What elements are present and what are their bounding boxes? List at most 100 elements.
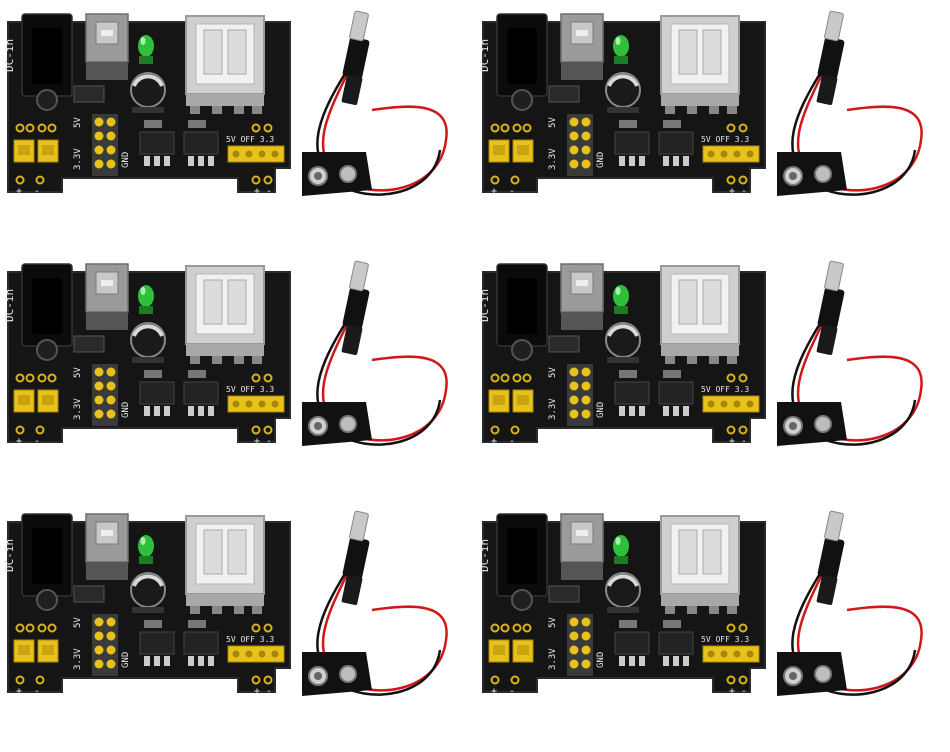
power-module-unit: DC-in <box>478 260 923 447</box>
plus-label-right: + <box>254 186 260 197</box>
green-led <box>613 535 629 564</box>
right-jumpers <box>227 623 285 685</box>
dc-in-label: DC-in <box>478 539 491 572</box>
product-unit-cell: DC-in <box>0 0 475 250</box>
battery-snap <box>777 152 847 196</box>
plus-label-right: + <box>729 436 735 447</box>
dc-in-label: DC-in <box>478 39 491 72</box>
minus-label-right: - <box>266 436 272 447</box>
dc-plug <box>816 510 845 605</box>
capacitor <box>130 72 166 113</box>
dc-jack <box>496 13 548 111</box>
gnd-label: GND <box>121 402 131 418</box>
middle-header-pins <box>92 614 118 676</box>
gnd-label: GND <box>121 152 131 168</box>
off-label: 5V OFF 3.3 <box>701 135 749 144</box>
usb-port <box>660 15 740 114</box>
middle-header-pins <box>92 364 118 426</box>
green-led <box>138 35 154 64</box>
five-v-label: 5V <box>548 117 558 128</box>
plus-label-right: + <box>254 686 260 697</box>
middle-header-pins <box>92 114 118 176</box>
minus-label-left: - <box>509 436 515 447</box>
minus-label-left: - <box>34 186 40 197</box>
left-jumpers <box>488 123 534 185</box>
power-module-unit: DC-in <box>3 510 448 697</box>
power-switch <box>560 513 604 580</box>
usb-port <box>185 15 265 114</box>
product-unit-cell: DC-in <box>0 250 475 500</box>
off-label: 5V OFF 3.3 <box>226 385 274 394</box>
plus-label-left: + <box>16 686 22 697</box>
power-switch <box>85 263 129 330</box>
green-led <box>138 285 154 314</box>
usb-port <box>185 515 265 614</box>
battery-snap <box>777 652 847 696</box>
battery-snap <box>302 402 372 446</box>
dc-jack <box>21 13 73 111</box>
plus-label-left: + <box>491 186 497 197</box>
plus-label-left: + <box>491 436 497 447</box>
green-led <box>613 35 629 64</box>
dc-plug <box>816 260 845 355</box>
left-jumpers <box>13 623 59 685</box>
dc-jack <box>21 513 73 611</box>
product-unit-cell: DC-in <box>475 0 950 250</box>
power-switch <box>85 13 129 80</box>
smd-components <box>73 585 219 666</box>
green-led <box>613 285 629 314</box>
capacitor <box>605 72 641 113</box>
battery-snap <box>302 152 372 196</box>
left-jumpers <box>13 123 59 185</box>
gnd-label: GND <box>596 152 606 168</box>
plus-label-right: + <box>254 436 260 447</box>
capacitor <box>605 322 641 363</box>
dc-jack <box>496 513 548 611</box>
dc-in-label: DC-in <box>3 39 16 72</box>
smd-components <box>73 85 219 166</box>
dc-in-label: DC-in <box>3 539 16 572</box>
dc-plug <box>341 510 370 605</box>
power-module-unit: DC-in <box>3 260 448 447</box>
product-unit-cell: DC-in <box>0 500 475 750</box>
three-v-label: 3.3V <box>73 148 83 170</box>
plus-label-right: + <box>729 186 735 197</box>
usb-port <box>185 265 265 364</box>
right-jumpers <box>702 623 760 685</box>
right-jumpers <box>702 373 760 435</box>
plus-label-right: + <box>729 686 735 697</box>
usb-port <box>660 515 740 614</box>
left-jumpers <box>488 623 534 685</box>
dc-plug <box>341 10 370 105</box>
gnd-label: GND <box>596 652 606 668</box>
product-unit-cell: DC-in <box>475 500 950 750</box>
gnd-label: GND <box>121 652 131 668</box>
dc-plug <box>816 10 845 105</box>
minus-label-right: - <box>741 186 747 197</box>
right-jumpers <box>227 123 285 185</box>
capacitor <box>130 572 166 613</box>
product-unit-cell: DC-in <box>475 250 950 500</box>
off-label: 5V OFF 3.3 <box>226 135 274 144</box>
plus-label-left: + <box>491 686 497 697</box>
dc-plug <box>341 260 370 355</box>
capacitor <box>605 572 641 613</box>
three-v-label: 3.3V <box>548 398 558 420</box>
power-switch <box>85 513 129 580</box>
dc-in-label: DC-in <box>478 289 491 322</box>
three-v-label: 3.3V <box>548 148 558 170</box>
battery-snap <box>777 402 847 446</box>
left-jumpers <box>488 373 534 435</box>
off-label: 5V OFF 3.3 <box>701 385 749 394</box>
power-module-unit: DC-in <box>3 10 448 197</box>
middle-header-pins <box>567 114 593 176</box>
five-v-label: 5V <box>73 617 83 628</box>
three-v-label: 3.3V <box>73 648 83 670</box>
smd-components <box>73 335 219 416</box>
power-module-unit: DC-in <box>478 510 923 697</box>
right-jumpers <box>702 123 760 185</box>
minus-label-left: - <box>34 436 40 447</box>
middle-header-pins <box>567 614 593 676</box>
power-switch <box>560 263 604 330</box>
